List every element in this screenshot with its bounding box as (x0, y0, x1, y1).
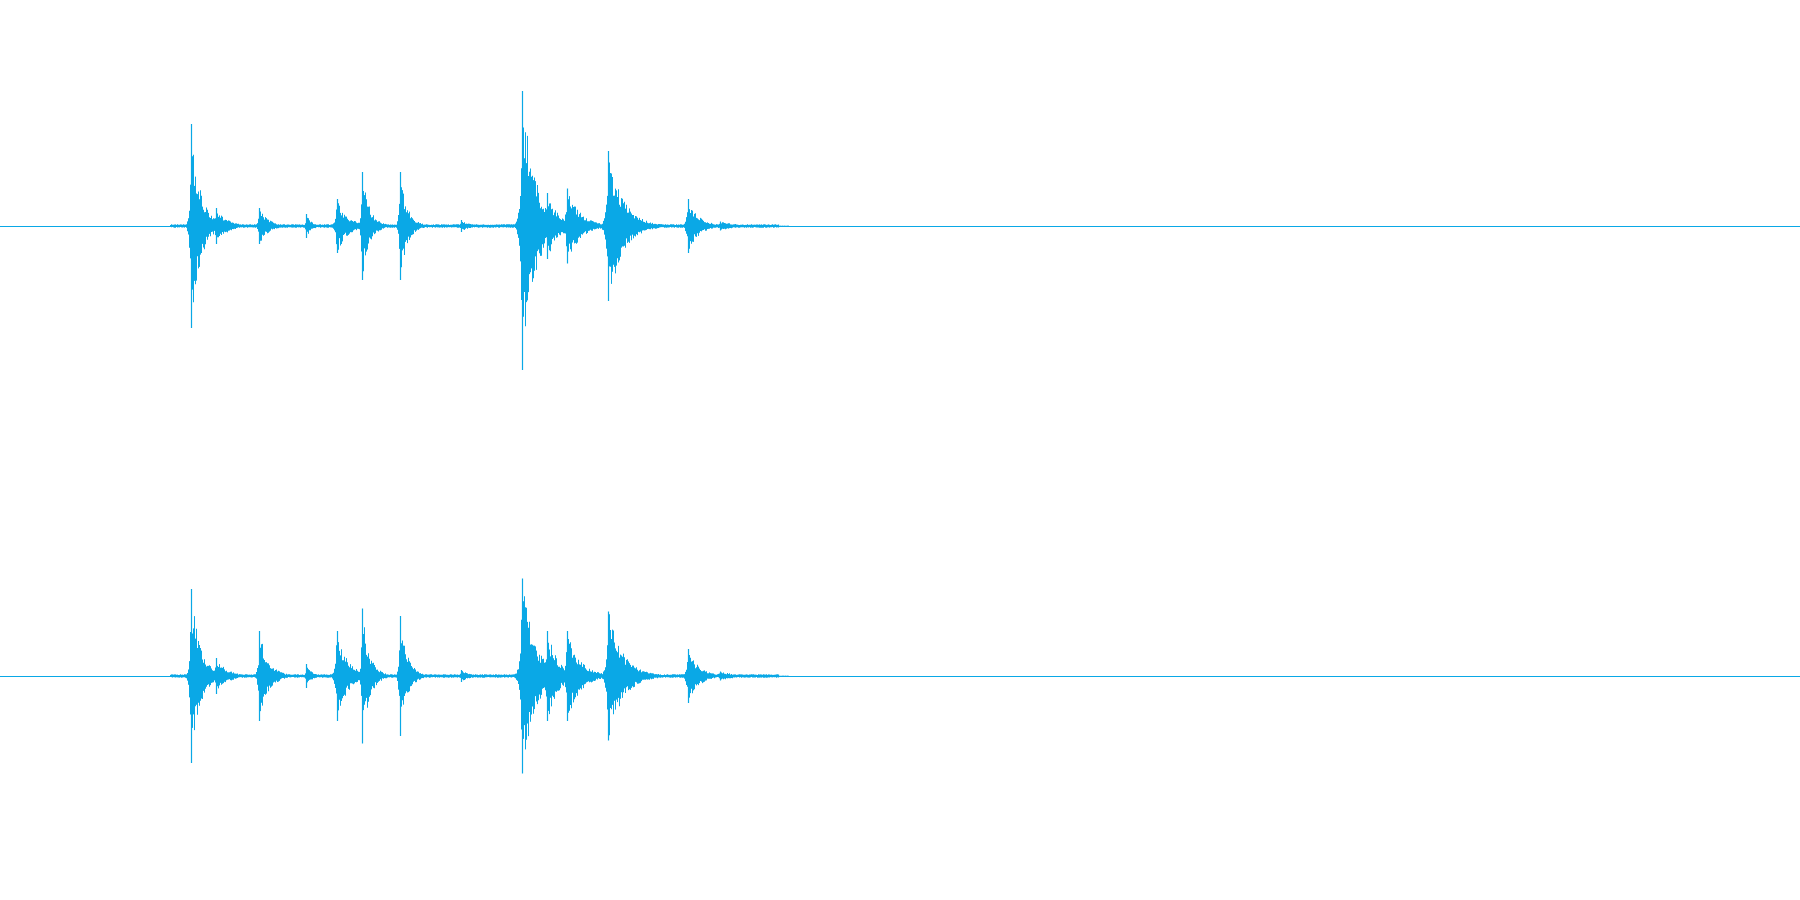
channel-2-waveform (0, 578, 1800, 774)
waveform-path (170, 596, 789, 750)
waveform-path (170, 127, 789, 327)
channel-1-waveform (0, 91, 1800, 370)
